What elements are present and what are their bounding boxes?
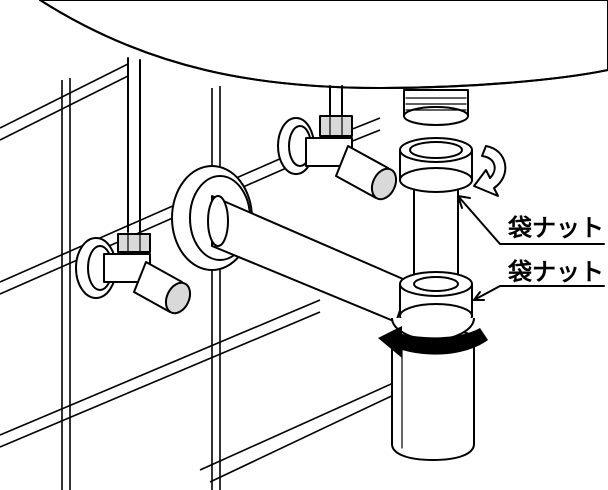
upper-nut-label: 袋ナット bbox=[507, 214, 604, 242]
horizontal-drain-pipe bbox=[171, 165, 411, 323]
sink-bowl bbox=[39, 0, 608, 89]
rotation-arrow-icon bbox=[473, 145, 507, 197]
upper-cap-nut bbox=[399, 137, 473, 293]
right-supply-valve bbox=[277, 85, 398, 201]
rotation-arrow-icon bbox=[378, 326, 488, 358]
sink-drain-outlet bbox=[403, 89, 469, 126]
lower-cap-nut bbox=[391, 271, 475, 341]
left-supply-valve bbox=[75, 57, 192, 315]
upper-nut-callout: 袋ナット bbox=[457, 195, 605, 245]
lower-nut-label: 袋ナット bbox=[507, 258, 604, 286]
lower-nut-callout: 袋ナット bbox=[473, 258, 605, 301]
